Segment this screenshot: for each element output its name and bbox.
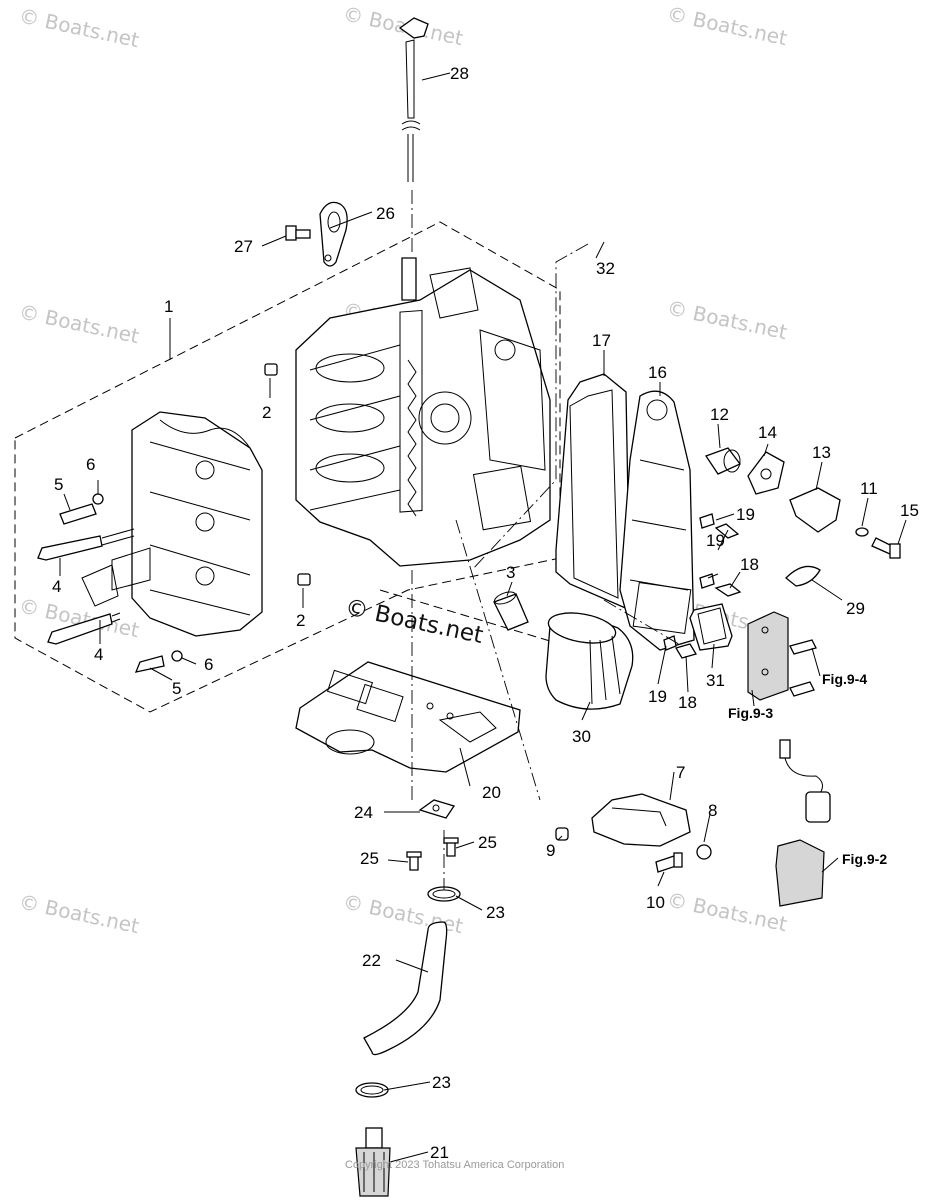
callout-6a: 6 (86, 455, 95, 474)
watermark: © Boats.net (665, 887, 789, 936)
callout-2b: 2 (296, 611, 305, 630)
callout-23a: 23 (486, 903, 505, 922)
oil-pickup-assembly (355, 799, 461, 1197)
callout-22: 22 (362, 951, 381, 970)
callout-3: 3 (506, 563, 515, 582)
callout-12: 12 (710, 405, 729, 424)
callout-30: 30 (572, 727, 591, 746)
watermark: © Boats.net (17, 3, 141, 52)
callout-26: 26 (376, 204, 395, 223)
dowel-pins (264, 363, 311, 586)
watermark: © Boats.net (17, 889, 141, 938)
watermark: © Boats.net (665, 295, 789, 344)
watermark: © Boats.net (17, 299, 141, 348)
callout-4a: 4 (52, 577, 61, 596)
callout-7: 7 (676, 763, 685, 782)
bolt-27 (285, 225, 311, 241)
callout-25a: 25 (478, 833, 497, 852)
callout-32: 32 (596, 259, 615, 278)
dipstick-guide-bracket (319, 201, 348, 267)
callout-15: 15 (900, 501, 919, 520)
callout-28: 28 (450, 64, 469, 83)
callout-10: 10 (646, 893, 665, 912)
callout-25b: 25 (360, 849, 379, 868)
dipstick (398, 17, 429, 182)
callout-18a: 18 (740, 555, 759, 574)
callout-27: 27 (234, 237, 253, 256)
callout-1: 1 (164, 297, 173, 316)
callout-24: 24 (354, 803, 373, 822)
bolts-and-washers (37, 493, 183, 673)
callout-17: 17 (592, 331, 611, 350)
callout-31: 31 (706, 671, 725, 690)
callout-4b: 4 (94, 645, 103, 664)
fig-ref-9-2: Fig.9-2 (842, 851, 887, 867)
callout-18b: 18 (678, 693, 697, 712)
clip-29 (785, 565, 821, 587)
callout-labels: 28 26 27 32 1 17 16 2 12 14 13 6 5 11 15… (52, 64, 919, 1162)
crankcase-half (81, 411, 263, 637)
oil-filter (545, 612, 634, 710)
callout-16: 16 (648, 363, 667, 382)
oil-pump-housing (555, 793, 712, 873)
callout-19c: 19 (648, 687, 667, 706)
callout-8: 8 (708, 801, 717, 820)
callout-14: 14 (758, 423, 777, 442)
callout-5a: 5 (54, 475, 63, 494)
right-side-small-parts (663, 447, 901, 659)
watermark-center: © Boats.net (343, 594, 486, 649)
leader-lines (59, 72, 907, 1163)
watermark: © Boats.net (665, 1, 789, 50)
callout-20: 20 (482, 783, 501, 802)
cylinder-assembly-outline (14, 221, 561, 713)
cylinder-block (295, 257, 551, 567)
gasket-31 (689, 603, 733, 651)
callout-5b: 5 (172, 679, 181, 698)
cylinder-cover (619, 390, 695, 651)
fig-9-2-sensor (775, 739, 831, 907)
gasket-17 (555, 373, 631, 611)
fig-9-3-plate (747, 611, 817, 701)
callout-19b: 19 (706, 531, 725, 550)
callout-21: 21 (430, 1143, 449, 1162)
callout-2a: 2 (262, 403, 271, 422)
base-gasket-20 (295, 661, 521, 773)
callout-6b: 6 (204, 655, 213, 674)
fig-ref-9-4: Fig.9-4 (822, 671, 867, 687)
callout-19a: 19 (736, 505, 755, 524)
callout-11: 11 (860, 479, 878, 498)
callout-9: 9 (546, 841, 555, 860)
figure-references: Fig.9-4 Fig.9-3 Fig.9-2 (728, 671, 887, 867)
copyright-text: Copyright 2023 Tohatsu America Corporati… (345, 1159, 564, 1171)
callout-13: 13 (812, 443, 831, 462)
fig-ref-9-3: Fig.9-3 (728, 705, 773, 721)
callout-23b: 23 (432, 1073, 451, 1092)
callout-29: 29 (846, 599, 865, 618)
sleeve-3 (493, 591, 529, 631)
